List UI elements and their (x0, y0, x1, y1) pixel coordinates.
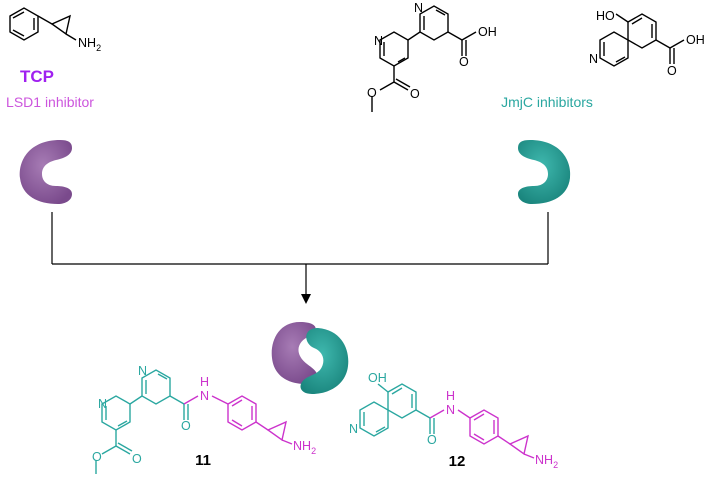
arrow-down-icon (301, 294, 311, 304)
jmjc-inhibitors-label: JmjC inhibitors (501, 94, 593, 110)
bipyridine-structure (371, 5, 477, 112)
bipy-ester-o2: O (367, 86, 377, 100)
c11-amide-o: O (181, 419, 191, 433)
c11-n-b: N (138, 364, 147, 378)
bipy-acid-o: O (459, 55, 469, 69)
c12-amide-o: O (427, 433, 437, 447)
c12-amide-h: H (446, 389, 455, 403)
compound-12-number: 12 (449, 453, 466, 470)
c11-n-a: N (98, 397, 107, 411)
compound-12-structure (359, 383, 535, 459)
c12-oh: OH (368, 371, 387, 385)
c11-ester-o2: O (92, 450, 102, 464)
tcp-compound-name: TCP (20, 67, 54, 86)
compound-11-structure (95, 369, 293, 474)
protein-purple-icon (19, 140, 72, 204)
bipy-n1: N (374, 34, 383, 48)
tcp-structure (9, 7, 77, 41)
protein-teal-icon (518, 140, 571, 204)
c11-nh2: NH2 (293, 439, 316, 456)
c12-amide-n: N (446, 403, 455, 417)
c11-ester-o: O (132, 452, 142, 466)
hq-cooh-oh: OH (686, 33, 705, 47)
hq-ho: HO (596, 9, 615, 23)
bipy-n2: N (414, 1, 423, 15)
tcp-nh2-label: NH2 (78, 36, 101, 53)
connector-lines (51, 212, 549, 296)
c12-nh2: NH2 (535, 453, 558, 470)
hydroxyquinoline-structure (599, 13, 685, 67)
c11-amide-h: H (200, 375, 209, 389)
lsd1-inhibitor-label: LSD1 inhibitor (6, 94, 94, 110)
compound-11-number: 11 (195, 452, 211, 469)
bipy-cooh-oh: OH (478, 25, 497, 39)
hq-acid-o: O (667, 64, 677, 78)
c11-amide-n: N (200, 389, 209, 403)
protein-complex-icon (271, 322, 349, 394)
bipy-ester-o: O (410, 87, 420, 101)
hq-n: N (589, 52, 598, 66)
c12-n: N (349, 422, 358, 436)
